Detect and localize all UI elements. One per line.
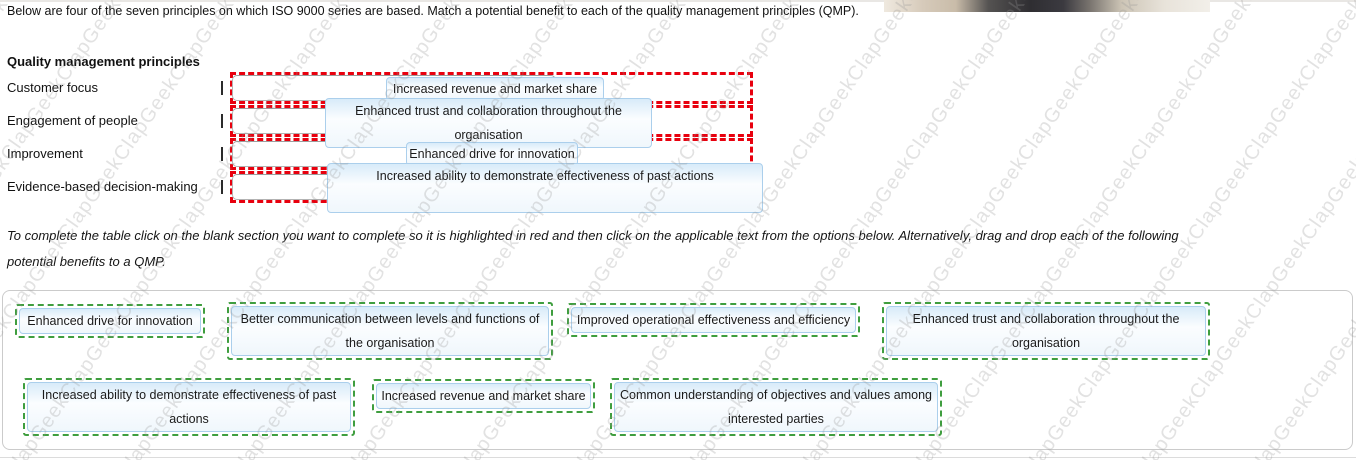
answer-card-increased-revenue[interactable]: Increased revenue and market share (386, 77, 604, 101)
option-better-communication[interactable]: Better communication between levels and … (227, 302, 553, 360)
option-improved-effectiveness[interactable]: Improved operational effectiveness and e… (567, 303, 860, 337)
answer-card-increased-ability[interactable]: Increased ability to demonstrate effecti… (327, 163, 763, 213)
option-label: Increased revenue and market share (376, 383, 591, 409)
option-label: Common understanding of objectives and v… (614, 382, 938, 432)
option-label: Better communication between levels and … (231, 306, 549, 356)
bottom-divider-line (0, 457, 1356, 458)
header-photo-strip (884, 0, 1210, 12)
cell-divider (221, 147, 223, 161)
question-intro: Below are four of the seven principles o… (7, 4, 859, 18)
qmp-table-heading: Quality management principles (7, 54, 200, 69)
cell-divider (221, 114, 223, 128)
option-label: Improved operational effectiveness and e… (571, 307, 856, 333)
option-enhanced-trust[interactable]: Enhanced trust and collaboration through… (882, 302, 1210, 360)
qmp-label-evidence-based: Evidence-based decision-making (7, 179, 198, 194)
option-label: Increased ability to demonstrate effecti… (27, 382, 351, 432)
option-enhanced-drive[interactable]: Enhanced drive for innovation (15, 304, 205, 338)
qmp-label-engagement-of-people: Engagement of people (7, 113, 138, 128)
cell-divider (221, 180, 223, 194)
cell-divider (221, 81, 223, 95)
qmp-label-improvement: Improvement (7, 146, 83, 161)
option-increased-ability[interactable]: Increased ability to demonstrate effecti… (23, 378, 355, 436)
qmp-label-customer-focus: Customer focus (7, 80, 99, 95)
option-label: Enhanced drive for innovation (19, 308, 201, 334)
instructions-text: To complete the table click on the blank… (7, 228, 1179, 269)
option-common-understanding[interactable]: Common understanding of objectives and v… (610, 378, 942, 436)
option-label: Enhanced trust and collaboration through… (886, 306, 1206, 356)
option-increased-revenue[interactable]: Increased revenue and market share (372, 379, 595, 413)
top-divider-line (0, 0, 1356, 2)
answer-card-enhanced-trust[interactable]: Enhanced trust and collaboration through… (325, 98, 652, 148)
answer-card-enhanced-drive[interactable]: Enhanced drive for innovation (406, 142, 578, 166)
